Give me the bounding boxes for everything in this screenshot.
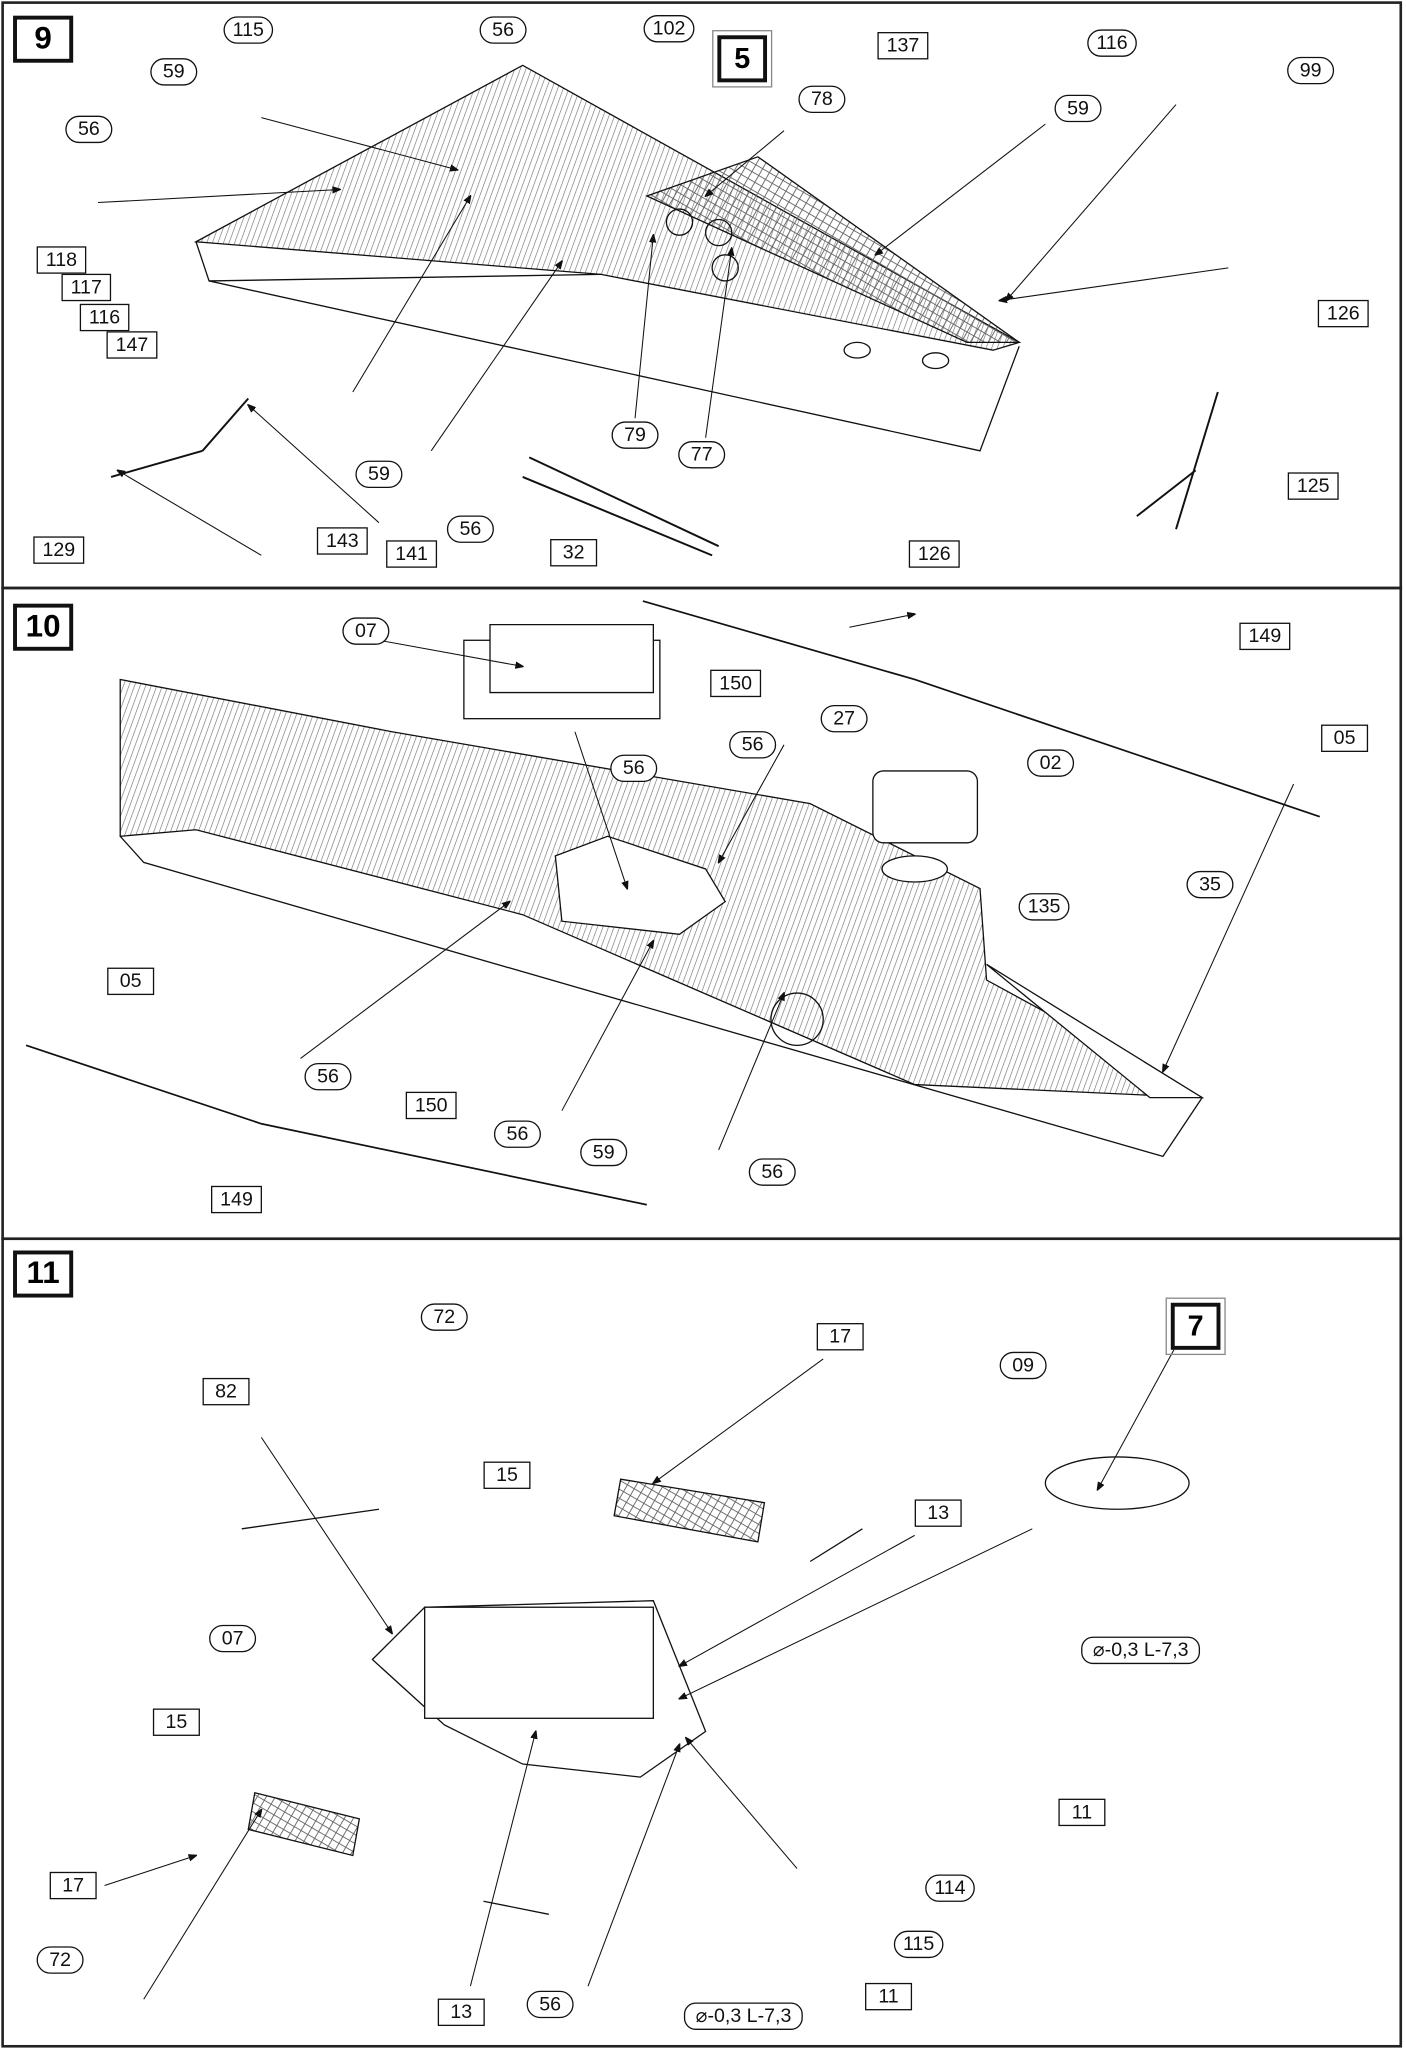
part-label: 02 xyxy=(1027,749,1075,777)
part-label: 150 xyxy=(710,669,762,698)
part-label: 56 xyxy=(493,1120,541,1148)
part-label: 17 xyxy=(49,1871,97,1900)
part-label: 56 xyxy=(748,1158,796,1186)
part-label: 07 xyxy=(342,617,390,645)
part-label: 11 xyxy=(865,1982,913,2011)
part-label: 135 xyxy=(1018,893,1070,921)
part-label: 56 xyxy=(479,16,527,44)
part-label: 32 xyxy=(550,539,598,567)
step-number-10: 10 xyxy=(13,603,74,651)
part-label: 149 xyxy=(211,1185,263,1214)
part-label: 115 xyxy=(223,16,274,44)
part-label: 114 xyxy=(925,1874,975,1902)
step-number-9: 9 xyxy=(13,15,74,63)
hull-deck-drawing xyxy=(119,623,1205,1158)
part-label: 05 xyxy=(107,967,155,996)
part-label: 56 xyxy=(526,1990,574,2019)
part-label: 79 xyxy=(611,421,659,449)
part-label: 82 xyxy=(202,1377,250,1406)
part-label: 137 xyxy=(877,32,929,60)
part-label: 56 xyxy=(446,515,494,543)
part-label: 117 xyxy=(61,273,112,302)
part-label: 143 xyxy=(316,527,368,555)
part-label: 13 xyxy=(437,1998,485,2027)
part-label: 116 xyxy=(1087,29,1137,57)
part-label: 07 xyxy=(209,1624,257,1653)
part-label: 118 xyxy=(36,246,87,274)
part-label: 72 xyxy=(420,1303,468,1331)
step-number-11: 11 xyxy=(13,1250,74,1298)
part-label: 126 xyxy=(908,540,960,568)
part-label: 27 xyxy=(820,704,868,733)
part-label: 99 xyxy=(1287,56,1335,85)
panel-step-11 xyxy=(1,1237,1403,2048)
part-label: 17 xyxy=(816,1323,864,1351)
part-label: 56 xyxy=(65,115,113,144)
part-label: 59 xyxy=(580,1138,628,1167)
part-label: 09 xyxy=(999,1351,1047,1380)
part-label: 78 xyxy=(798,85,846,114)
sub-assembly-ref: 5 xyxy=(712,30,773,88)
part-label: 149 xyxy=(1239,622,1291,651)
part-label: 56 xyxy=(304,1062,352,1091)
part-label: 35 xyxy=(1186,870,1234,899)
part-label: 77 xyxy=(678,441,726,469)
part-label: 15 xyxy=(483,1461,531,1489)
part-label: 15 xyxy=(152,1708,200,1736)
part-label: 72 xyxy=(36,1946,84,1974)
part-label: 11 xyxy=(1058,1798,1106,1827)
part-label: 59 xyxy=(1054,94,1102,123)
part-label: 56 xyxy=(610,754,658,783)
part-label: 102 xyxy=(643,15,695,43)
part-label: 59 xyxy=(355,460,403,489)
bridge-drawing xyxy=(241,1456,1190,1915)
part-label: 126 xyxy=(1317,299,1369,328)
part-label: 13 xyxy=(914,1499,962,1527)
part-label: 129 xyxy=(33,536,85,564)
part-label: 56 xyxy=(729,731,777,759)
part-label: 125 xyxy=(1287,472,1339,500)
part-label: 115 xyxy=(893,1930,944,1959)
sub-assembly-ref: 7 xyxy=(1165,1297,1226,1356)
part-label: 150 xyxy=(405,1091,457,1120)
part-label: 147 xyxy=(106,331,158,359)
part-label: 116 xyxy=(79,303,130,332)
part-label: 141 xyxy=(386,540,438,568)
part-label: 05 xyxy=(1321,724,1369,753)
part-label: 59 xyxy=(150,58,198,86)
wire-spec-label: ⌀-0,3 L-7,3 xyxy=(1081,1636,1201,1665)
wire-spec-label: ⌀-0,3 L-7,3 xyxy=(683,2002,804,2030)
bow-deck-drawing xyxy=(193,64,1022,452)
